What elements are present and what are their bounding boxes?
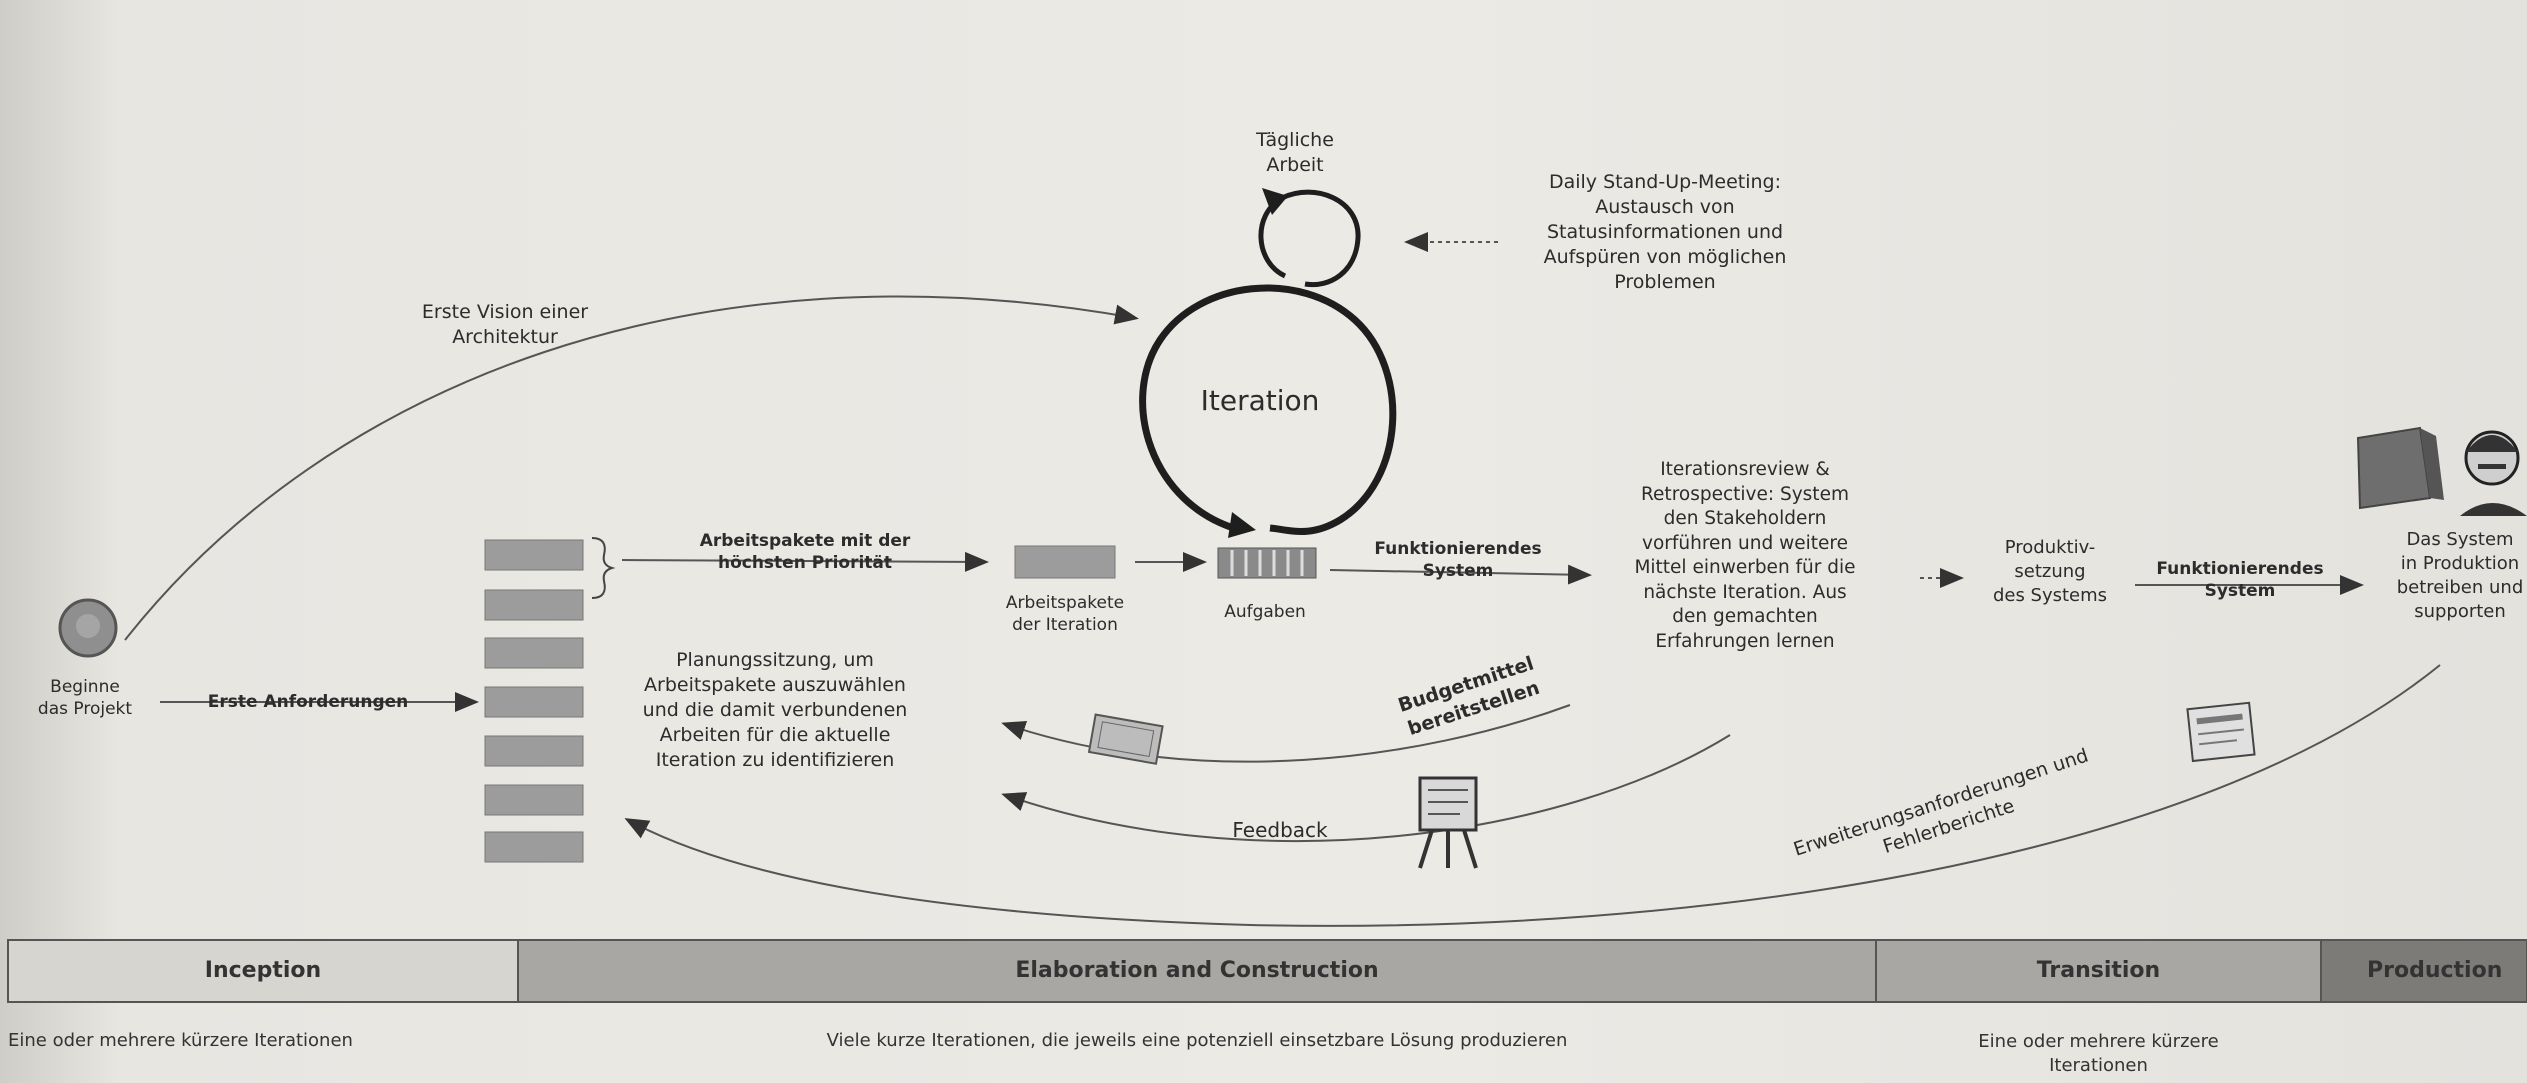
working-system-arrow [1329,564,1592,585]
feedback-arrow [1001,734,1731,842]
phase-production: Production [2367,958,2503,983]
euro-note-icon [1087,713,1164,765]
phase-bar [7,939,2527,1003]
daily-standup-note: Daily Stand-Up-Meeting: Austausch von St… [1543,171,1787,293]
phase-transition-desc: Eine oder mehrere kürzere Iterationen [1978,1031,2219,1076]
budget-arrow [1001,704,1571,763]
iteration-backlog-icon [1014,545,1116,579]
vision-label: Erste Vision einer Architektur [421,301,589,348]
daily-work-cycle-icon [1258,189,1361,288]
iteration-backlog-label: Arbeitspakete der Iteration [1005,593,1125,635]
report-document-icon [2186,701,2256,763]
phase-transition: Transition [2036,958,2161,983]
daily-work-label: Tägliche Arbeit [1256,129,1334,176]
enhancement-requests-arrow [624,664,2441,927]
server-icon [2356,426,2444,510]
working-system-label: Funktionierendes System [1374,539,1542,581]
deployment-label: Produktiv- setzung des Systems [1992,537,2108,606]
working-system-label-2: Funktionierendes System [2156,559,2324,601]
phase-elaboration-desc: Viele kurze Iterationen, die jeweils ein… [826,1030,1568,1051]
backlog-brace-icon [591,537,616,599]
phase-elaboration-construction: Elaboration and Construction [1015,958,1379,983]
initial-requirements-label: Erste Anforderungen [207,692,409,712]
easel-icon [1418,776,1478,869]
phase-inception: Inception [204,958,322,983]
tasks-label: Aufgaben [1224,602,1306,622]
iteration-cycle-icon [1139,284,1397,535]
phase-inception-desc: Eine oder mehrere kürzere Iterationen [8,1030,353,1051]
tasks-icon [1217,547,1317,579]
review-retro-note: Iterationsreview & Retrospective: System… [1634,459,1856,652]
priority-label: Arbeitspakete mit der höchsten Priorität [699,531,911,573]
vision-arrow [124,295,1139,641]
priority-arrow [621,551,989,572]
project-start-label: Beginne das Projekt [37,677,133,719]
user-icon [2460,430,2527,516]
production-label: Das System in Produktion betreiben und s… [2396,529,2524,622]
feedback-label: Feedback [1232,818,1328,842]
iteration-label: Iteration [1200,384,1320,417]
product-backlog-icon [484,539,584,863]
planning-meeting-note: Planungssitzung, um Arbeitspakete auszuw… [642,649,908,771]
